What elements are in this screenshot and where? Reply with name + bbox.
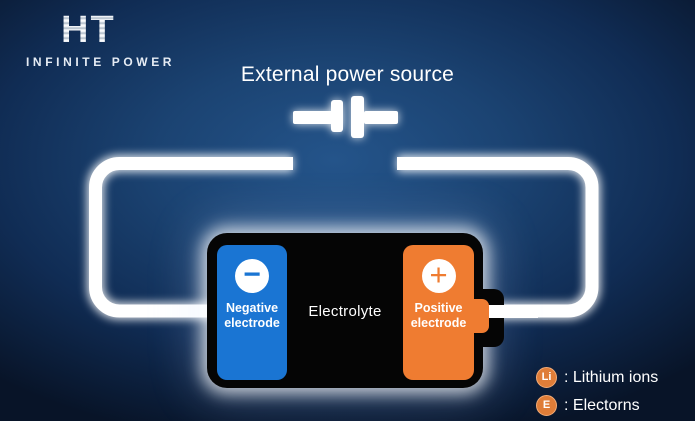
negative-label-line2: electrode (224, 316, 280, 330)
lithium-ion-icon: Li (536, 367, 557, 388)
legend: Li : Lithium ions E : Electorns (536, 366, 658, 421)
legend-item-lithium-ions: Li : Lithium ions (536, 366, 658, 389)
wire-stub (486, 304, 538, 318)
positive-label-line1: Positive (414, 301, 463, 315)
positive-electrode: + Positive electrode (403, 245, 474, 380)
brand-logo-subtitle: INFINITE POWER (26, 55, 176, 69)
minus-glyph: − (243, 257, 261, 291)
positive-terminal-bump (474, 299, 489, 333)
brand-logo-mark: HT (61, 9, 116, 51)
positive-electrode-label: Positive electrode (403, 301, 474, 331)
electrolyte-label: Electrolyte (308, 303, 382, 320)
electron-icon: E (536, 395, 557, 416)
legend-label: : Electorns (564, 396, 640, 414)
legend-item-electrons: E : Electorns (536, 394, 658, 417)
negative-electrode-label: Negative electrode (217, 301, 287, 331)
power-source-symbol-icon (293, 96, 398, 138)
negative-label-line1: Negative (225, 301, 279, 315)
positive-label-line2: electrode (410, 316, 467, 330)
minus-circle-icon: − (235, 259, 269, 293)
negative-electrode: − Negative electrode (217, 245, 287, 380)
plus-glyph: + (429, 257, 448, 292)
plus-circle-icon: + (421, 257, 456, 293)
diagram-title: External power source (240, 63, 455, 86)
legend-label: : Lithium ions (564, 368, 659, 386)
